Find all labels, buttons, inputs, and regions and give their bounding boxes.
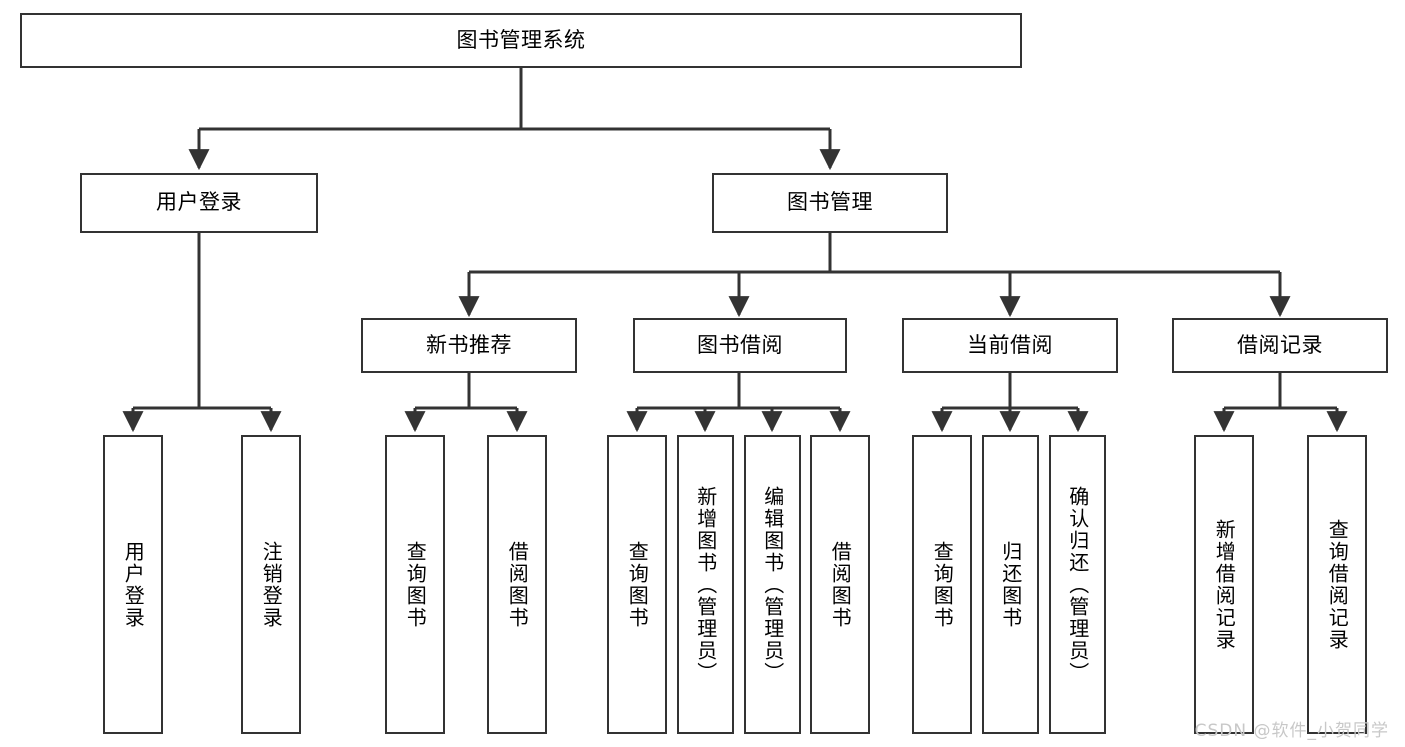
leaf-new-book-query[interactable]: 查询图书: [385, 435, 445, 734]
node-borrow-record[interactable]: 借阅记录: [1172, 318, 1388, 373]
leaf-user-login-login[interactable]: 用户登录: [103, 435, 163, 734]
leaf-current-borrow-query[interactable]: 查询图书: [912, 435, 972, 734]
leaf-borrow-record-add[interactable]: 新增借阅记录: [1194, 435, 1254, 734]
leaf-label: 确认归还（管理员）: [1065, 485, 1090, 684]
leaf-label: 借阅图书: [505, 540, 530, 629]
node-root-system[interactable]: 图书管理系统: [20, 13, 1022, 68]
node-new-book-recommend[interactable]: 新书推荐: [361, 318, 577, 373]
leaf-label: 编辑图书（管理员）: [760, 485, 785, 684]
leaf-label: 注销登录: [259, 540, 284, 629]
leaf-label: 查询借阅记录: [1325, 518, 1350, 651]
leaf-label: 新增借阅记录: [1212, 518, 1237, 651]
leaf-label: 查询图书: [930, 540, 955, 629]
leaf-label: 查询图书: [625, 540, 650, 629]
leaf-new-book-borrow[interactable]: 借阅图书: [487, 435, 547, 734]
leaf-label: 新增图书（管理员）: [693, 485, 718, 684]
leaf-borrow-record-query[interactable]: 查询借阅记录: [1307, 435, 1367, 734]
leaf-label: 归还图书: [998, 540, 1023, 629]
node-current-borrow[interactable]: 当前借阅: [902, 318, 1118, 373]
leaf-label: 用户登录: [121, 540, 146, 629]
node-user-login[interactable]: 用户登录: [80, 173, 318, 233]
leaf-label: 查询图书: [403, 540, 428, 629]
leaf-user-login-logout[interactable]: 注销登录: [241, 435, 301, 734]
leaf-label: 借阅图书: [828, 540, 853, 629]
node-book-management[interactable]: 图书管理: [712, 173, 948, 233]
leaf-book-borrow-query[interactable]: 查询图书: [607, 435, 667, 734]
leaf-book-borrow-borrow[interactable]: 借阅图书: [810, 435, 870, 734]
leaf-current-borrow-confirm-return[interactable]: 确认归还（管理员）: [1049, 435, 1106, 734]
node-book-borrow[interactable]: 图书借阅: [633, 318, 847, 373]
leaf-current-borrow-return[interactable]: 归还图书: [982, 435, 1039, 734]
leaf-book-borrow-add[interactable]: 新增图书（管理员）: [677, 435, 734, 734]
leaf-book-borrow-edit[interactable]: 编辑图书（管理员）: [744, 435, 801, 734]
csdn-watermark: CSDN @软件_小贺同学: [1194, 721, 1389, 741]
